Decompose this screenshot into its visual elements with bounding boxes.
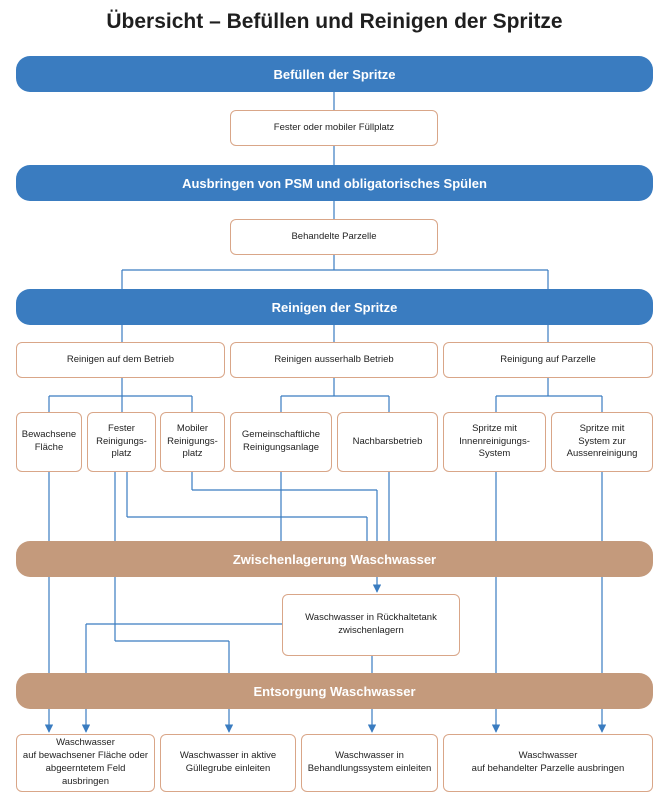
page-title: Übersicht – Befüllen und Reinigen der Sp… (106, 10, 563, 33)
box-internal: Spritze mit Innenreinigungs- System (443, 412, 546, 472)
box-mobile: Mobiler Reinigungs- platz (160, 412, 225, 472)
band-entsorgung: Entsorgung Waschwasser (16, 673, 653, 709)
box-planted: Bewachsene Fläche (16, 412, 82, 472)
box-community: Gemeinschaftliche Reinigungsanlage (230, 412, 332, 472)
box-external: Spritze mit System zur Aussenreinigung (551, 412, 653, 472)
box-out-treatment: Waschwasser in Behandlungssystem einleit… (301, 734, 438, 792)
box-on-parcel: Reinigung auf Parzelle (443, 342, 653, 378)
band-zwischenlagerung: Zwischenlagerung Waschwasser (16, 541, 653, 577)
band-ausbringen: Ausbringen von PSM und obligatorisches S… (16, 165, 653, 201)
box-off-farm: Reinigen ausserhalb Betrieb (230, 342, 438, 378)
box-parcel: Behandelte Parzelle (230, 219, 438, 255)
box-out-parcel: Waschwasser auf behandelter Parzelle aus… (443, 734, 653, 792)
band-reinigen: Reinigen der Spritze (16, 289, 653, 325)
box-out-slurry: Waschwasser in aktive Güllegrube einleit… (160, 734, 296, 792)
box-fixed: Fester Reinigungs- platz (87, 412, 156, 472)
band-befuellen: Befüllen der Spritze (16, 56, 653, 92)
box-on-farm: Reinigen auf dem Betrieb (16, 342, 225, 378)
box-out-field: Waschwasser auf bewachsener Fläche oder … (16, 734, 155, 792)
box-tank: Waschwasser in Rückhaltetank zwischenlag… (282, 594, 460, 656)
box-neighbor: Nachbarsbetrieb (337, 412, 438, 472)
box-fill-place: Fester oder mobiler Füllplatz (230, 110, 438, 146)
